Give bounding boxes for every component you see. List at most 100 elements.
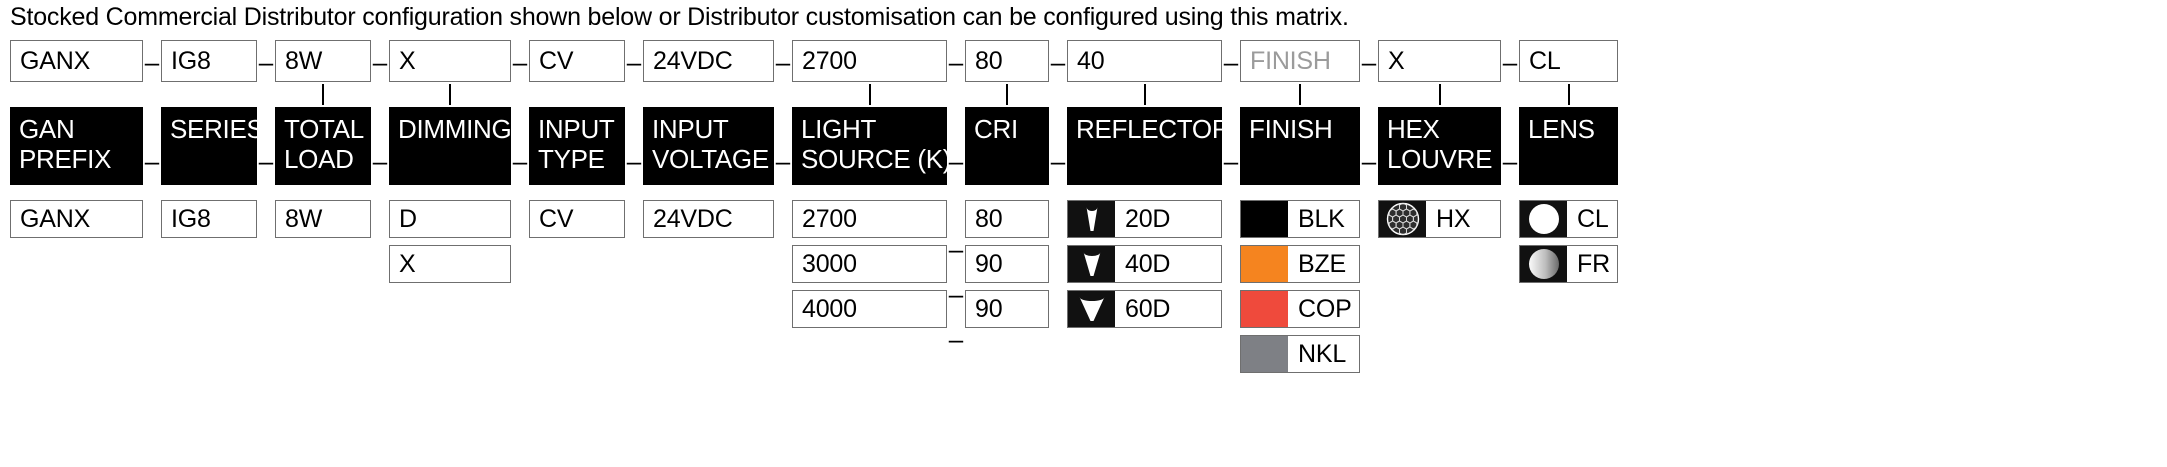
code-box[interactable]: 40 [1067, 40, 1222, 82]
column-header-line1: CRI [974, 114, 1018, 144]
code-box[interactable]: X [389, 40, 511, 82]
option-cell[interactable]: 90 [965, 290, 1049, 328]
option-cell[interactable]: 4000 [792, 290, 947, 328]
column-header-line2 [1249, 144, 1351, 174]
option-label: CL [1577, 205, 1609, 233]
option-cell[interactable]: CL [1519, 200, 1618, 238]
column-header-line1: INPUT [538, 114, 615, 144]
option-cell[interactable]: CV [529, 200, 625, 238]
swatch-copper-icon [1241, 291, 1288, 327]
option-row: COP [1240, 290, 1360, 328]
option-row: D [389, 200, 511, 238]
column-header-line2 [974, 144, 1040, 174]
code-separator: ––––– [948, 47, 964, 354]
option-cell[interactable]: 60D [1067, 290, 1222, 328]
option-cell[interactable]: 24VDC [643, 200, 774, 238]
code-box[interactable]: CV [529, 40, 625, 82]
column-header-line2: VOLTAGE [652, 144, 769, 174]
connector-tick [275, 82, 371, 107]
option-list: 24VDC [643, 200, 774, 238]
option-separator: – [948, 324, 964, 354]
option-separator: – [948, 234, 964, 264]
option-cell[interactable]: FR [1519, 245, 1618, 283]
option-label: HX [1436, 205, 1471, 233]
column-header-line2: LOAD [284, 144, 354, 174]
option-cell[interactable]: COP [1240, 290, 1360, 328]
code-separator: –– [372, 47, 388, 176]
spacer [529, 185, 625, 200]
option-row: 8W [275, 200, 371, 238]
option-cell[interactable]: BLK [1240, 200, 1360, 238]
code-separator: –– [512, 47, 528, 176]
beam-20-icon [1068, 201, 1115, 237]
column-header: DIMMING [389, 107, 512, 185]
code-separator: –– [775, 47, 791, 176]
option-row: HX [1378, 200, 1501, 238]
spacer [1519, 185, 1618, 200]
spacer [10, 185, 143, 200]
column-header-line2: SOURCE (K) [801, 144, 952, 174]
option-cell[interactable]: IG8 [161, 200, 257, 238]
option-cell[interactable]: BZE [1240, 245, 1360, 283]
column-header: CRI [965, 107, 1049, 185]
connector-tick [792, 82, 947, 107]
option-cell[interactable]: HX [1378, 200, 1501, 238]
column-header-line1: INPUT [652, 114, 729, 144]
option-label: BLK [1298, 205, 1345, 233]
spacer [275, 185, 371, 200]
option-cell[interactable]: GANX [10, 200, 143, 238]
option-label: 60D [1125, 295, 1171, 323]
option-list: 2700 3000 4000 [792, 200, 947, 328]
column-header-line2: LOUVRE [1387, 144, 1493, 174]
code-box[interactable]: GANX [10, 40, 143, 82]
option-cell[interactable]: D [389, 200, 511, 238]
code-box[interactable]: 24VDC [643, 40, 774, 82]
option-cell[interactable]: NKL [1240, 335, 1360, 373]
spacer [1240, 185, 1360, 200]
code-box[interactable]: IG8 [161, 40, 257, 82]
option-row: FR [1519, 245, 1618, 283]
code-box[interactable]: FINISH [1240, 40, 1360, 82]
option-cell[interactable]: 20D [1067, 200, 1222, 238]
lens-clear-icon [1520, 201, 1567, 237]
header-separator: – [1050, 146, 1066, 176]
code-box[interactable]: X [1378, 40, 1501, 82]
connector-tick [1378, 82, 1501, 107]
code-box[interactable]: 2700 [792, 40, 947, 82]
option-row: 90 [965, 290, 1049, 328]
header-separator: – [1502, 146, 1518, 176]
option-list: 20D 40D 60D [1067, 200, 1222, 328]
option-cell[interactable]: 80 [965, 200, 1049, 238]
spacer [161, 185, 257, 200]
option-row: 40D [1067, 245, 1222, 283]
option-row: 20D [1067, 200, 1222, 238]
connector-tick [1067, 82, 1222, 107]
option-row: 2700 [792, 200, 947, 238]
option-cell[interactable]: 90 [965, 245, 1049, 283]
option-cell[interactable]: X [389, 245, 511, 283]
connector-tick [643, 82, 774, 107]
connector-tick [1519, 82, 1618, 107]
code-box[interactable]: 80 [965, 40, 1049, 82]
option-label: FR [1577, 250, 1610, 278]
connector-tick [1240, 82, 1360, 107]
option-cell[interactable]: 3000 [792, 245, 947, 283]
option-cell[interactable]: 40D [1067, 245, 1222, 283]
option-cell[interactable]: 8W [275, 200, 371, 238]
option-cell[interactable]: 2700 [792, 200, 947, 238]
code-box[interactable]: CL [1519, 40, 1618, 82]
column-header-line2: PREFIX [19, 144, 112, 174]
code-box[interactable]: 8W [275, 40, 371, 82]
column-header-line2 [398, 144, 502, 174]
hex-louvre-icon [1379, 201, 1426, 237]
header-separator: – [372, 146, 388, 176]
swatch-bronze-icon [1241, 246, 1288, 282]
header-separator: – [775, 146, 791, 176]
